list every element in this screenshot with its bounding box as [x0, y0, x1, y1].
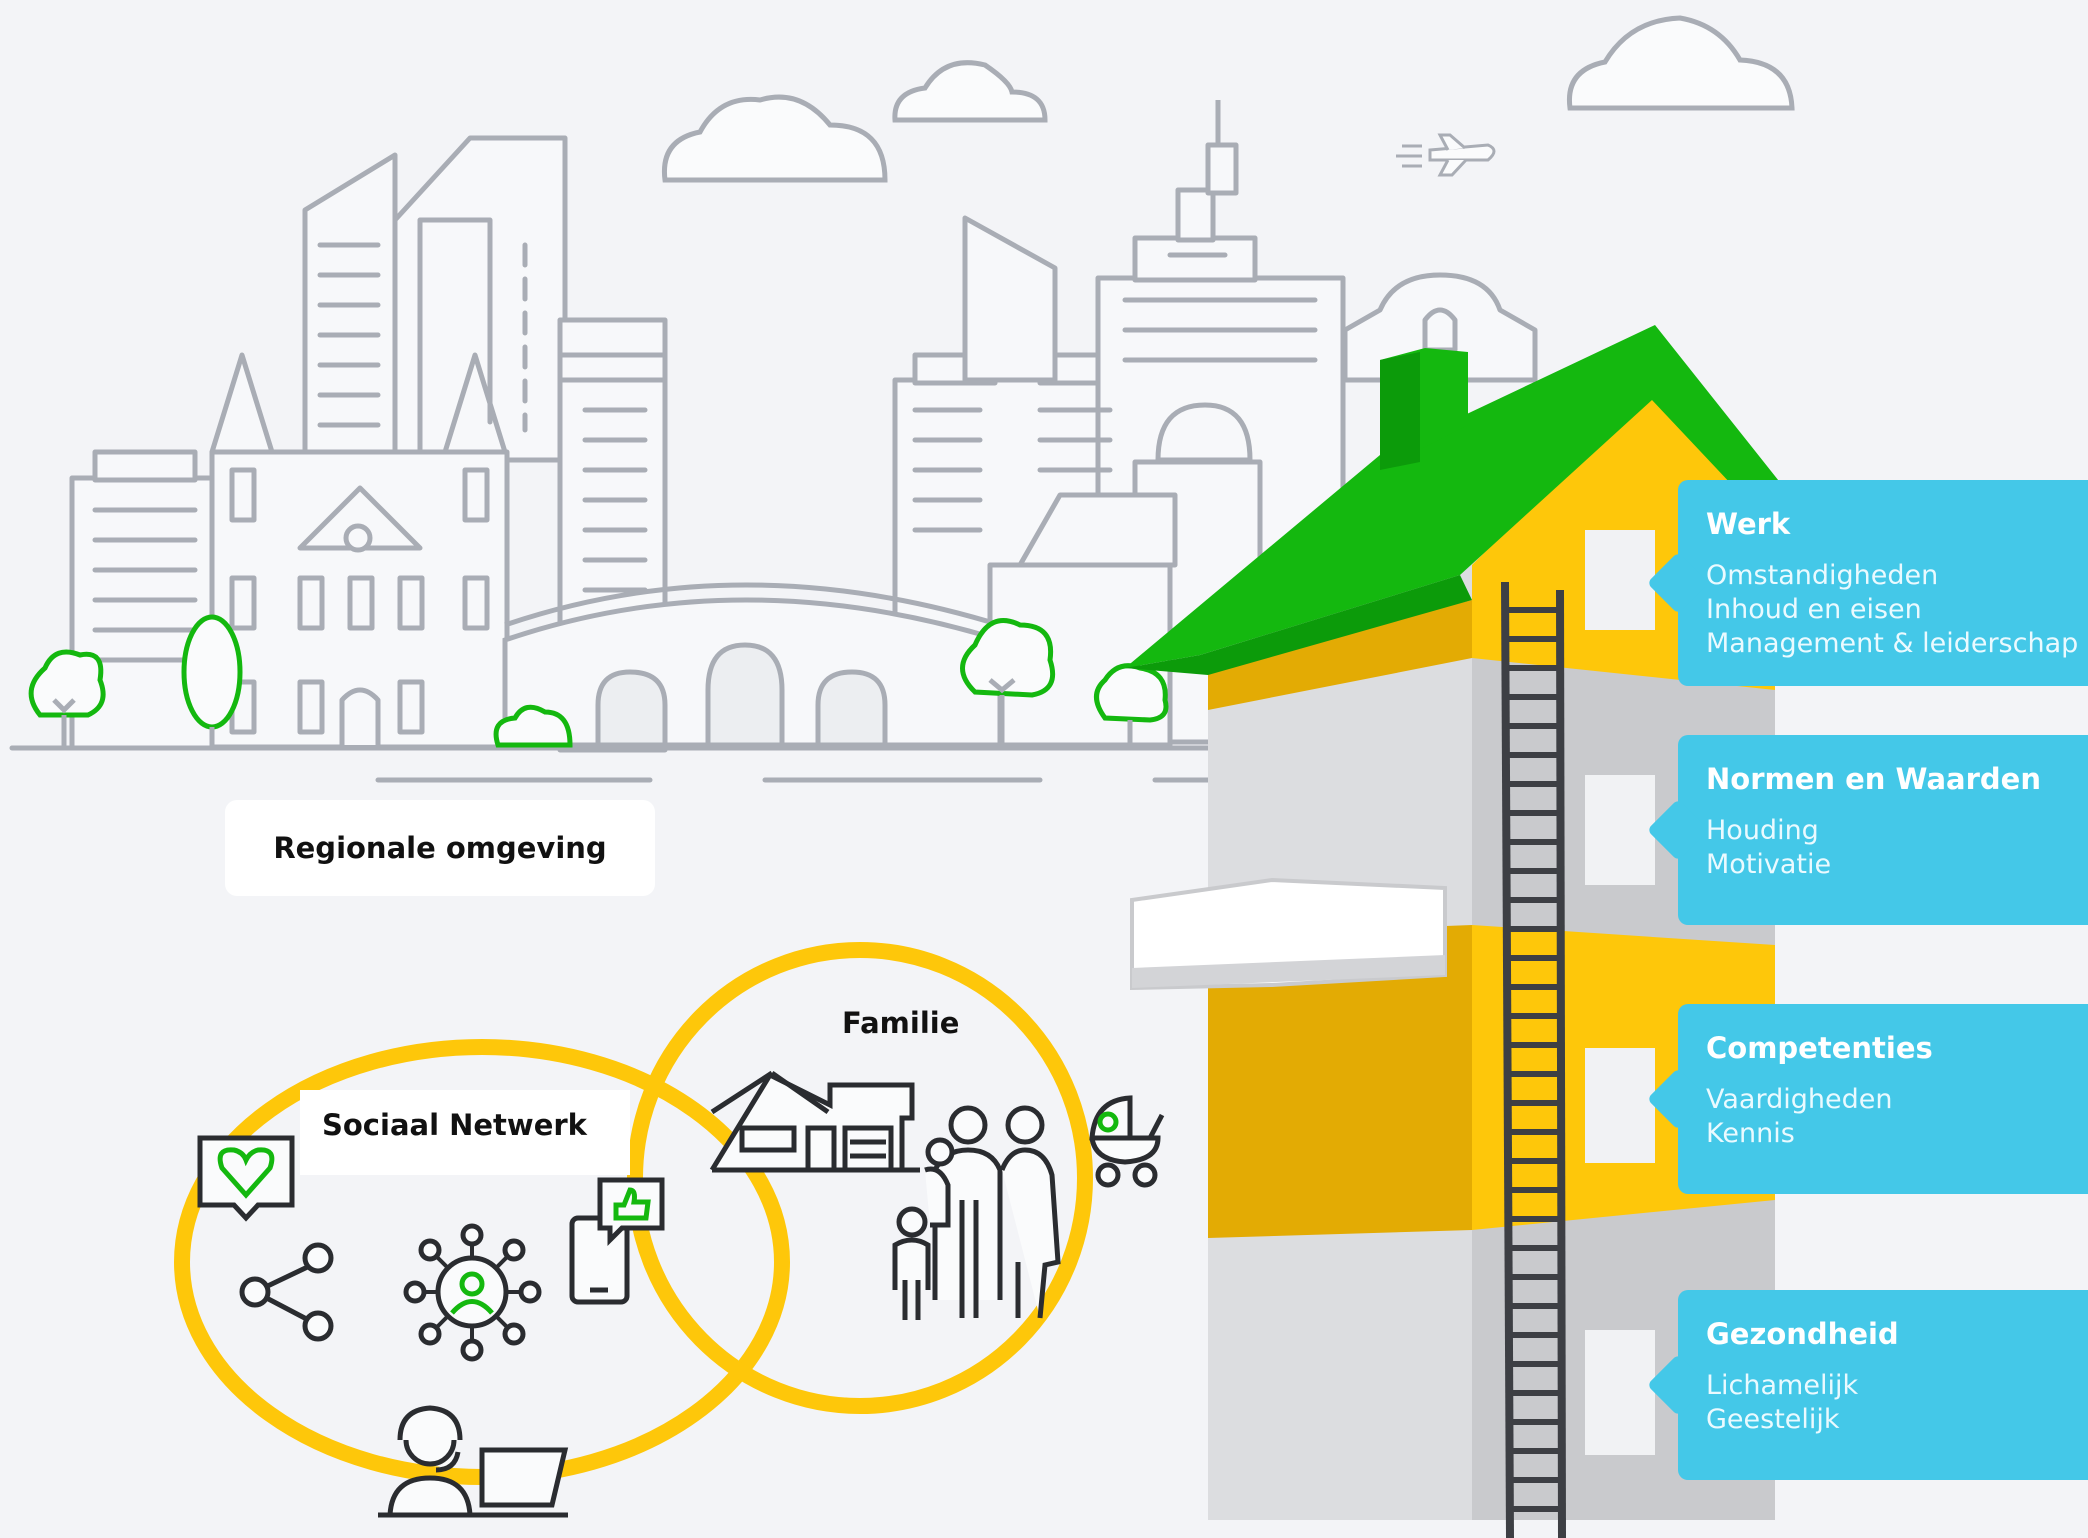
card-gezondheid: Gezondheid Lichamelijk Geestelijk	[1678, 1290, 2088, 1480]
tree-icon	[181, 614, 243, 748]
card-normen-item: Houding	[1706, 815, 1819, 847]
card-competenties-item: Vaardigheden	[1706, 1084, 1893, 1116]
tree-icon	[28, 649, 106, 748]
card-werk-title: Werk	[1706, 507, 1791, 541]
card-competenties: Competenties Vaardigheden Kennis	[1678, 1004, 2088, 1194]
cloud-icon	[1566, 15, 1795, 111]
roof	[1125, 325, 1790, 675]
bridge	[502, 582, 1003, 748]
card-gezondheid-item: Lichamelijk	[1706, 1370, 1859, 1402]
card-gezondheid-item: Geestelijk	[1706, 1404, 1840, 1436]
family-icon	[892, 1105, 1061, 1320]
ground-lines	[9, 745, 1233, 783]
tree-icon	[960, 618, 1056, 748]
house-icon	[709, 1070, 920, 1173]
card-competenties-title: Competenties	[1706, 1031, 1933, 1065]
share-icon	[239, 1242, 334, 1342]
familie-label: Familie	[842, 1006, 960, 1040]
network-person-icon	[403, 1223, 542, 1362]
phone-like-icon	[569, 1177, 665, 1305]
card-werk-item: Inhoud en eisen	[1706, 594, 1922, 626]
ladder-rungs	[1506, 607, 1561, 1512]
heart-chat-icon	[197, 1135, 295, 1222]
card-normen-title: Normen en Waarden	[1706, 762, 2042, 796]
card-normen-en-waarden: Normen en Waarden Houding Motivatie	[1678, 735, 2088, 925]
cloud-icon	[892, 60, 1048, 123]
window-lines	[92, 242, 1318, 663]
helpdesk-icon	[378, 1405, 569, 1518]
card-werk-item: Omstandigheden	[1706, 560, 1939, 592]
card-normen-item: Motivatie	[1706, 849, 1832, 881]
card-werk: Werk Omstandigheden Inhoud en eisen Mana…	[1678, 480, 2088, 686]
card-competenties-item: Kennis	[1706, 1118, 1795, 1150]
cloud-icon	[661, 94, 888, 183]
regional-label: Regionale omgeving	[225, 800, 655, 896]
card-werk-item: Management & leiderschap	[1706, 627, 2079, 659]
ladder	[1501, 581, 1566, 1538]
tree-icon	[493, 704, 573, 748]
stroller-icon	[1089, 1095, 1165, 1188]
plane-icon	[1396, 133, 1496, 177]
sociaal-netwerk-label: Sociaal Netwerk	[322, 1108, 587, 1142]
card-gezondheid-title: Gezondheid	[1706, 1317, 1899, 1351]
sociaal-netwerk-header	[300, 1090, 630, 1175]
